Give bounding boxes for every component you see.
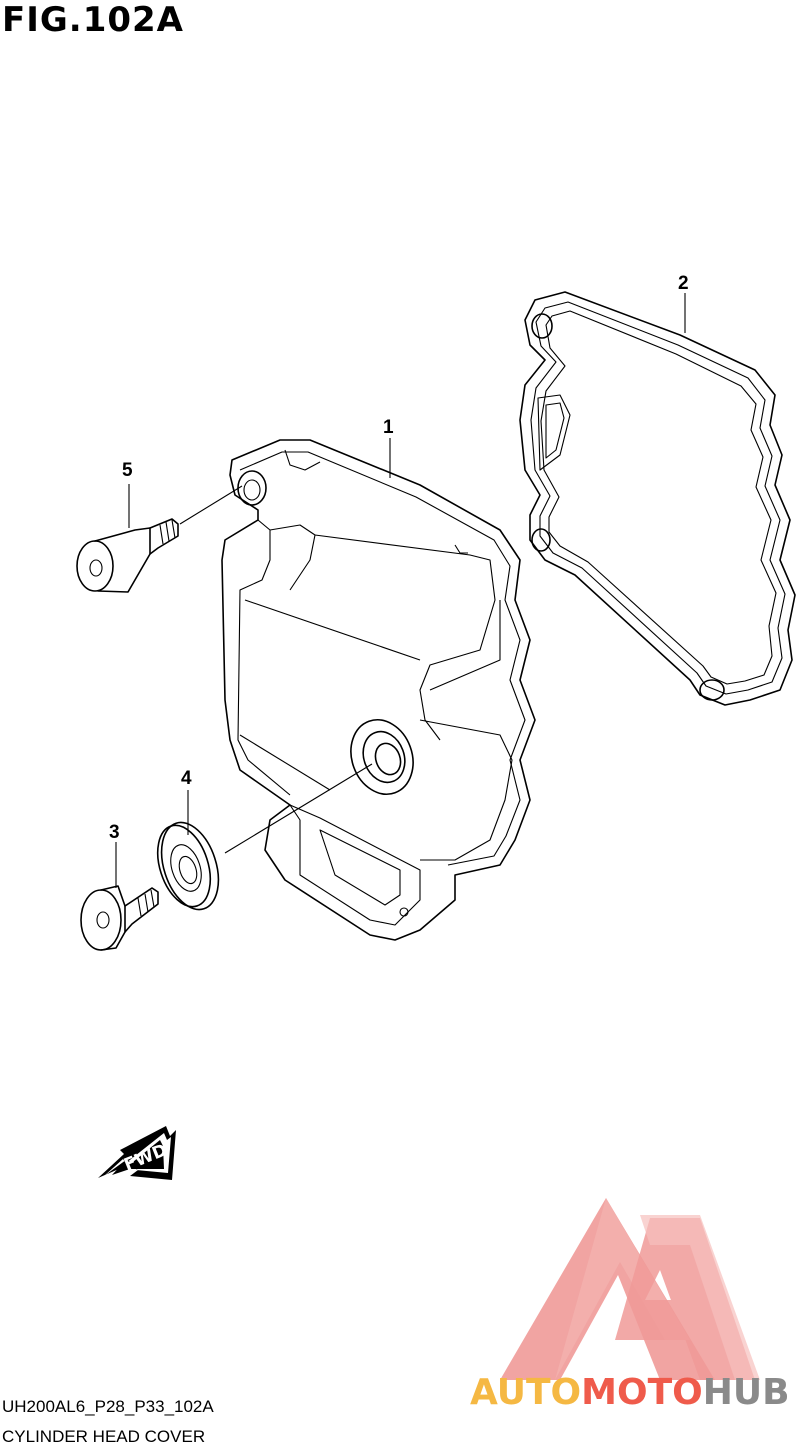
assembly-line-5 — [179, 485, 243, 525]
screw-part-3 — [80, 885, 159, 951]
diagram-code: UH200AL6_P28_P33_102A — [2, 1397, 214, 1416]
wordmark-moto: MOTO — [581, 1372, 703, 1413]
watermark-wordmark: AUTOMOTOHUB — [470, 1372, 790, 1413]
wordmark-auto: AUTO — [470, 1372, 582, 1413]
washer-part-4 — [156, 821, 220, 911]
callout-1: 1 — [383, 417, 394, 438]
wordmark-hub: HUB — [702, 1372, 790, 1413]
callout-4: 4 — [181, 768, 192, 789]
callout-2: 2 — [678, 273, 689, 294]
callout-3: 3 — [109, 822, 120, 843]
bolt-part-5 — [76, 518, 179, 593]
callout-5: 5 — [122, 460, 133, 481]
forward-direction-badge: FWD — [98, 1126, 176, 1180]
assembly-line-4 — [224, 763, 373, 854]
diagram-name: CYLINDER HEAD COVER — [2, 1427, 206, 1446]
watermark-logo-icon — [500, 1198, 760, 1380]
cylinder-head-cover-part-1 — [221, 439, 536, 941]
figure-title: FIG.102A — [2, 0, 184, 40]
gasket-part-2 — [519, 291, 796, 706]
